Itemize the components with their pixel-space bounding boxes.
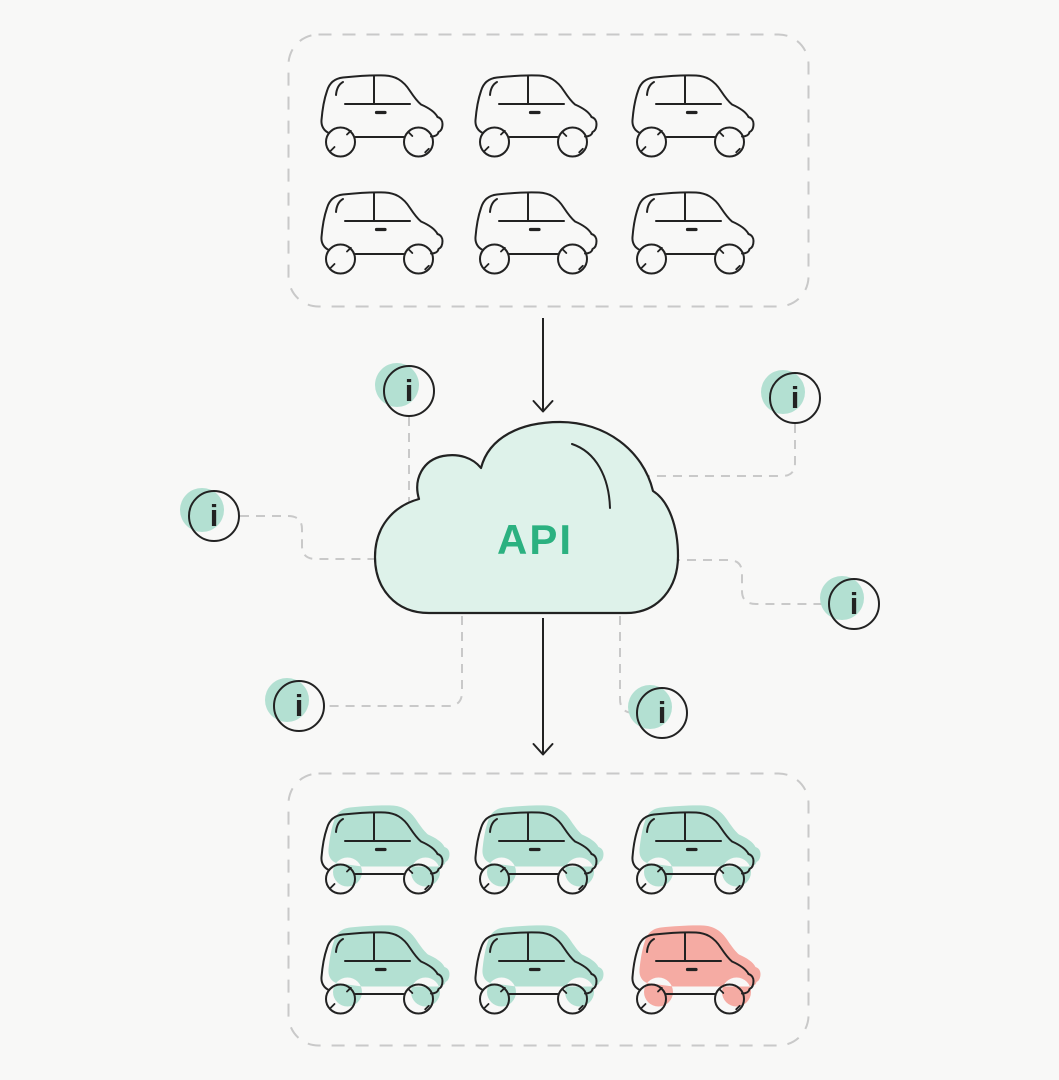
info-icon: i <box>769 372 821 424</box>
output-group-border <box>287 772 810 1047</box>
info-badge: i <box>265 674 331 738</box>
connector-bottom-right <box>619 600 637 714</box>
input-car <box>628 71 778 171</box>
info-badge: i <box>628 681 694 745</box>
connector-mid-right <box>655 559 826 605</box>
info-icon-glyph: i <box>209 497 219 533</box>
info-badge: i <box>180 484 246 548</box>
output-car <box>317 925 467 1028</box>
api-cloud: API <box>372 420 682 620</box>
info-icon-glyph: i <box>790 379 800 415</box>
connector-mid-left <box>240 515 395 560</box>
input-car <box>317 71 467 171</box>
info-badge: i <box>375 359 441 423</box>
cloud-shape <box>373 420 680 615</box>
info-icon-glyph: i <box>294 687 304 723</box>
input-group-border <box>287 33 810 308</box>
cloud-label: API <box>497 516 573 563</box>
output-car-error <box>628 925 778 1028</box>
cloud-inner-arc <box>571 443 611 509</box>
input-car <box>317 188 467 288</box>
info-badge: i <box>761 366 827 430</box>
connector-top-right <box>630 424 796 477</box>
arrowhead-input <box>532 400 554 413</box>
arrowhead-output <box>532 743 554 756</box>
info-icon-glyph: i <box>849 585 859 621</box>
info-icon: i <box>188 490 240 542</box>
info-icon: i <box>383 365 435 417</box>
input-car <box>471 188 621 288</box>
output-car <box>471 925 621 1028</box>
connector-bottom-left <box>327 600 463 707</box>
info-badge: i <box>820 572 886 636</box>
input-car <box>628 188 778 288</box>
info-icon: i <box>273 680 325 732</box>
output-car <box>628 805 778 908</box>
info-icon: i <box>828 578 880 630</box>
output-car <box>317 805 467 908</box>
info-icon-glyph: i <box>657 694 667 730</box>
output-car <box>471 805 621 908</box>
info-icon: i <box>636 687 688 739</box>
input-car <box>471 71 621 171</box>
info-icon-glyph: i <box>404 372 414 408</box>
